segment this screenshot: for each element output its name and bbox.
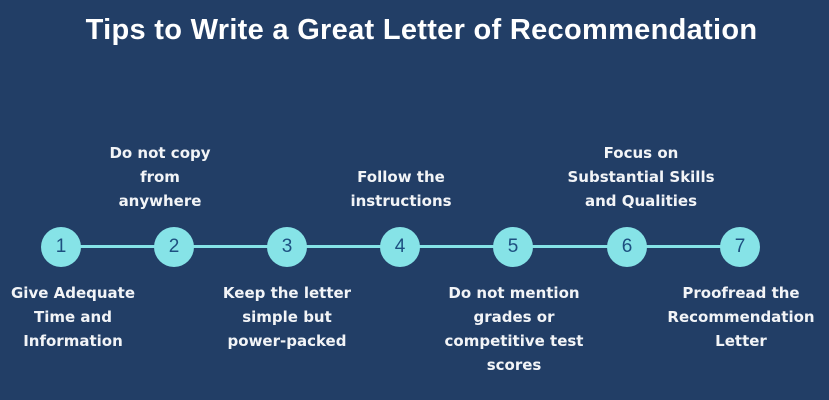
step-label-line: from [140, 168, 180, 186]
step-label-line: Keep the letter [222, 284, 352, 302]
step-circle-3: 3 [267, 227, 307, 267]
step-circle-4: 4 [380, 227, 420, 267]
step-label-1: Give Adequate Time and Information [0, 281, 158, 353]
step-label-line: instructions [350, 192, 452, 210]
step-label-5: Do not mention grades or competitive tes… [429, 281, 599, 377]
step-label-line: Substantial Skills [567, 168, 715, 186]
step-circle-1: 1 [41, 227, 81, 267]
step-label-line: grades or [473, 308, 555, 326]
step-label-line: Do not copy [109, 144, 211, 162]
step-label-line: Focus on [603, 144, 679, 162]
step-label-line: Follow the [357, 168, 445, 186]
step-label-line: Time and [34, 308, 112, 326]
step-circle-2: 2 [154, 227, 194, 267]
step-label-7: Proofread the Recommendation Letter [656, 281, 826, 353]
step-label-line: Do not mention [448, 284, 580, 302]
step-circle-7: 7 [720, 227, 760, 267]
step-label-line: power-packed [227, 332, 347, 350]
step-label-line: simple but [242, 308, 332, 326]
step-label-4: Follow the instructions [316, 165, 486, 213]
step-label-3: Keep the letter simple but power-packed [202, 281, 372, 353]
step-circle-6: 6 [607, 227, 647, 267]
step-label-line: competitive test [444, 332, 584, 350]
step-label-line: anywhere [118, 192, 202, 210]
step-label-2: Do not copy from anywhere [75, 141, 245, 213]
step-circle-5: 5 [493, 227, 533, 267]
step-label-line: and Qualities [584, 192, 697, 210]
step-label-line: Information [23, 332, 123, 350]
step-label-line: Give Adequate [10, 284, 136, 302]
page-title: Tips to Write a Great Letter of Recommen… [85, 14, 758, 46]
step-label-line: scores [486, 356, 542, 374]
step-label-line: Proofread the [682, 284, 800, 302]
step-label-6: Focus on Substantial Skills and Qualitie… [556, 141, 726, 213]
step-label-line: Recommendation [667, 308, 815, 326]
step-label-line: Letter [715, 332, 767, 350]
